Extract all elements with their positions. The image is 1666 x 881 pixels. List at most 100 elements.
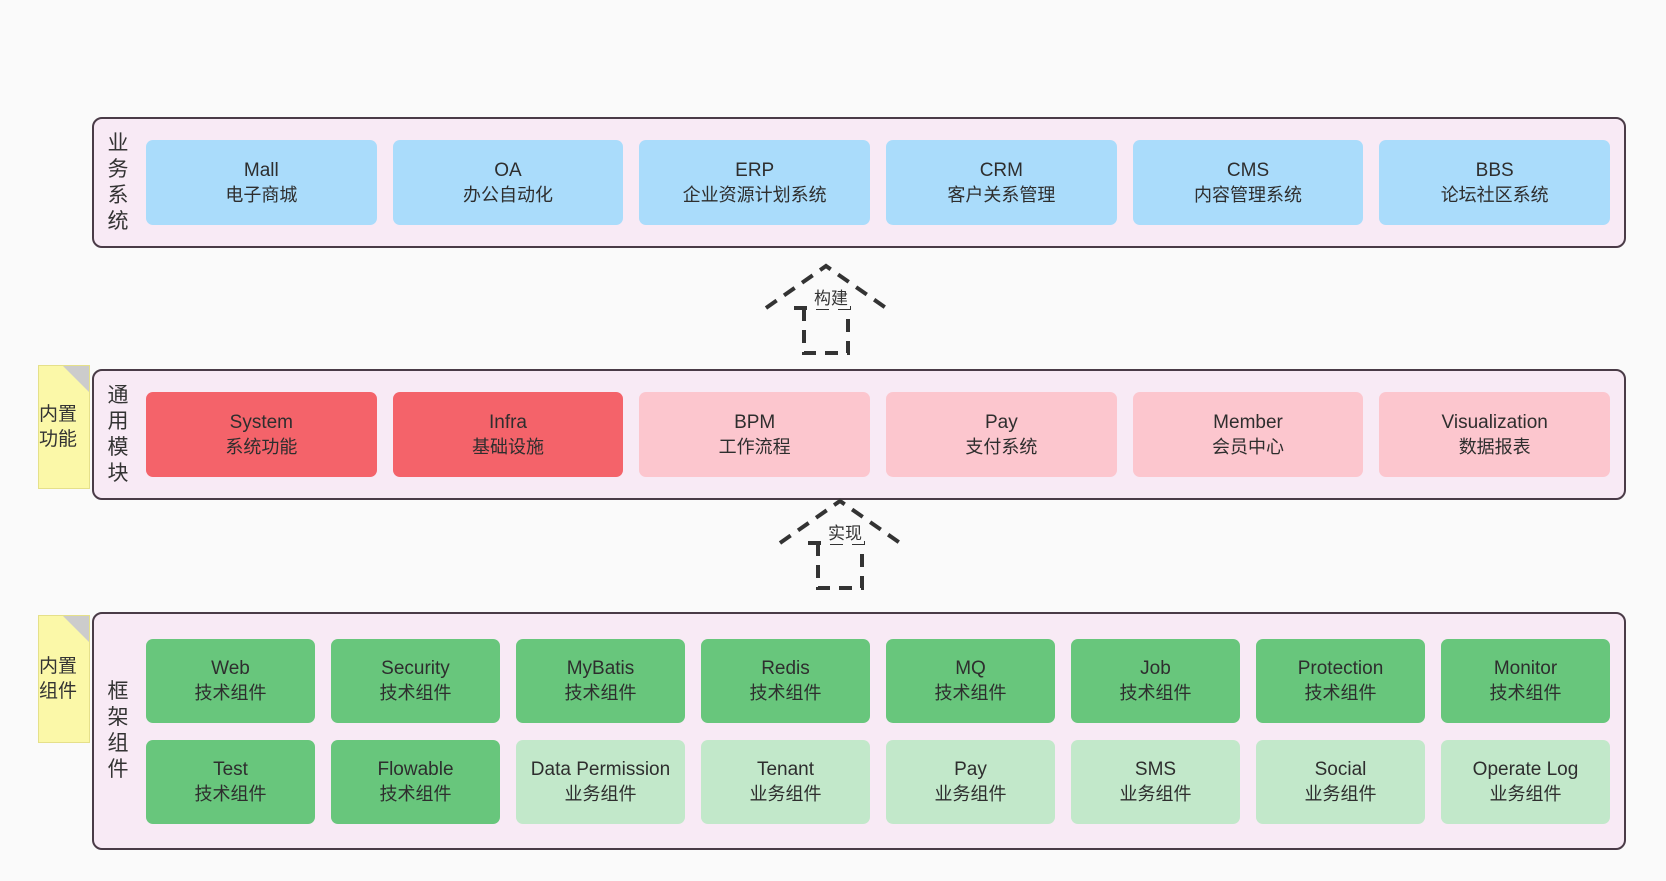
connector-stem [816, 543, 864, 590]
business-title-char-1: 务 [107, 157, 129, 181]
sticky-module-char-0: 内 [39, 404, 59, 425]
cell-subtitle: 业务组件 [749, 783, 822, 804]
cell-subtitle: 会员中心 [1212, 436, 1285, 457]
business-cell-crm[interactable]: CRM 客户关系管理 [886, 140, 1117, 225]
cell-subtitle: 技术组件 [194, 682, 267, 703]
cell-title: MyBatis [566, 657, 635, 679]
cell-title: SMS [1134, 758, 1177, 780]
framework-cell-sms[interactable]: SMS 业务组件 [1071, 739, 1240, 824]
business-cell-mall[interactable]: Mall 电子商城 [146, 140, 377, 225]
business-title-char-2: 系 [107, 183, 129, 207]
cell-title: Infra [488, 411, 528, 433]
framework-cell-flowable[interactable]: Flowable 技术组件 [331, 739, 500, 824]
cell-title: MQ [955, 657, 986, 679]
cell-subtitle: 技术组件 [194, 783, 267, 804]
module-title-char-0: 通 [107, 383, 129, 407]
cell-title: Operate Log [1472, 758, 1579, 780]
business-cell-erp[interactable]: ERP 企业资源计划系统 [639, 140, 871, 225]
cell-title: Member [1213, 411, 1283, 433]
sticky-framework-char-1: 置 [58, 656, 78, 677]
sticky-note-builtin-features: 内置功能 [38, 365, 90, 489]
cell-subtitle: 技术组件 [379, 783, 452, 804]
business-cell-cms[interactable]: CMS 内容管理系统 [1132, 140, 1364, 225]
business-title-char-3: 统 [107, 209, 129, 233]
connector-build: 构建 [748, 258, 928, 358]
cell-subtitle: 客户关系管理 [947, 184, 1056, 205]
cell-subtitle: 办公自动化 [463, 184, 553, 205]
cell-title: Mall [243, 159, 279, 181]
sticky-note-framework-text: 内置组件 [39, 654, 89, 704]
sticky-framework-char-0: 内 [39, 656, 59, 677]
framework-title-char-1: 架 [107, 706, 129, 729]
cell-title: Pay [984, 411, 1018, 433]
cell-subtitle: 技术组件 [749, 682, 822, 703]
sticky-module-char-1: 置 [58, 404, 78, 425]
framework-cell-test[interactable]: Test 技术组件 [146, 739, 315, 824]
connector-stem [802, 308, 850, 355]
framework-title-char-3: 件 [107, 758, 129, 781]
framework-cell-security[interactable]: Security 技术组件 [331, 638, 500, 723]
cell-subtitle: 系统功能 [225, 436, 298, 457]
framework-cell-operate-log[interactable]: Operate Log 业务组件 [1441, 739, 1610, 824]
framework-cell-tenant[interactable]: Tenant 业务组件 [701, 739, 870, 824]
sticky-framework-char-2: 组 [39, 681, 59, 702]
sticky-module-char-2: 功 [39, 429, 59, 450]
framework-title-char-2: 组 [107, 732, 129, 755]
cell-subtitle: 企业资源计划系统 [682, 184, 827, 205]
cell-title: BBS [1475, 159, 1514, 181]
cell-title: CRM [979, 159, 1023, 181]
cell-subtitle: 业务组件 [1119, 783, 1192, 804]
cell-subtitle: 电子商城 [225, 184, 298, 205]
business-cell-bbs[interactable]: BBS 论坛社区系统 [1379, 140, 1611, 225]
cell-title: ERP [735, 159, 775, 181]
module-title-char-3: 块 [107, 461, 129, 485]
sticky-note-builtin-components: 内置组件 [38, 615, 90, 743]
cell-subtitle: 内容管理系统 [1194, 184, 1303, 205]
cell-title: Test [213, 758, 248, 780]
cell-subtitle: 技术组件 [1119, 682, 1192, 703]
module-cell-member[interactable]: Member 会员中心 [1132, 392, 1364, 477]
cell-subtitle: 论坛社区系统 [1440, 184, 1549, 205]
cell-title: Flowable [377, 758, 454, 780]
cell-title: CMS [1226, 159, 1270, 181]
module-title-char-2: 模 [107, 435, 129, 459]
cell-subtitle: 工作流程 [718, 436, 791, 457]
cell-title: Web [211, 657, 250, 679]
cell-subtitle: 业务组件 [1489, 783, 1562, 804]
framework-cell-web[interactable]: Web 技术组件 [146, 638, 315, 723]
connector-implement-label: 实现 [826, 524, 864, 544]
cell-title: Tenant [756, 758, 815, 780]
layer-framework-title: 框架组件 [94, 614, 142, 848]
cell-title: Security [381, 657, 450, 679]
cell-title: Social [1314, 758, 1367, 780]
cell-subtitle: 数据报表 [1458, 436, 1531, 457]
cell-subtitle: 技术组件 [379, 682, 452, 703]
business-title-char-0: 业 [107, 131, 129, 155]
layer-business-title: 业务系统 [94, 119, 142, 246]
